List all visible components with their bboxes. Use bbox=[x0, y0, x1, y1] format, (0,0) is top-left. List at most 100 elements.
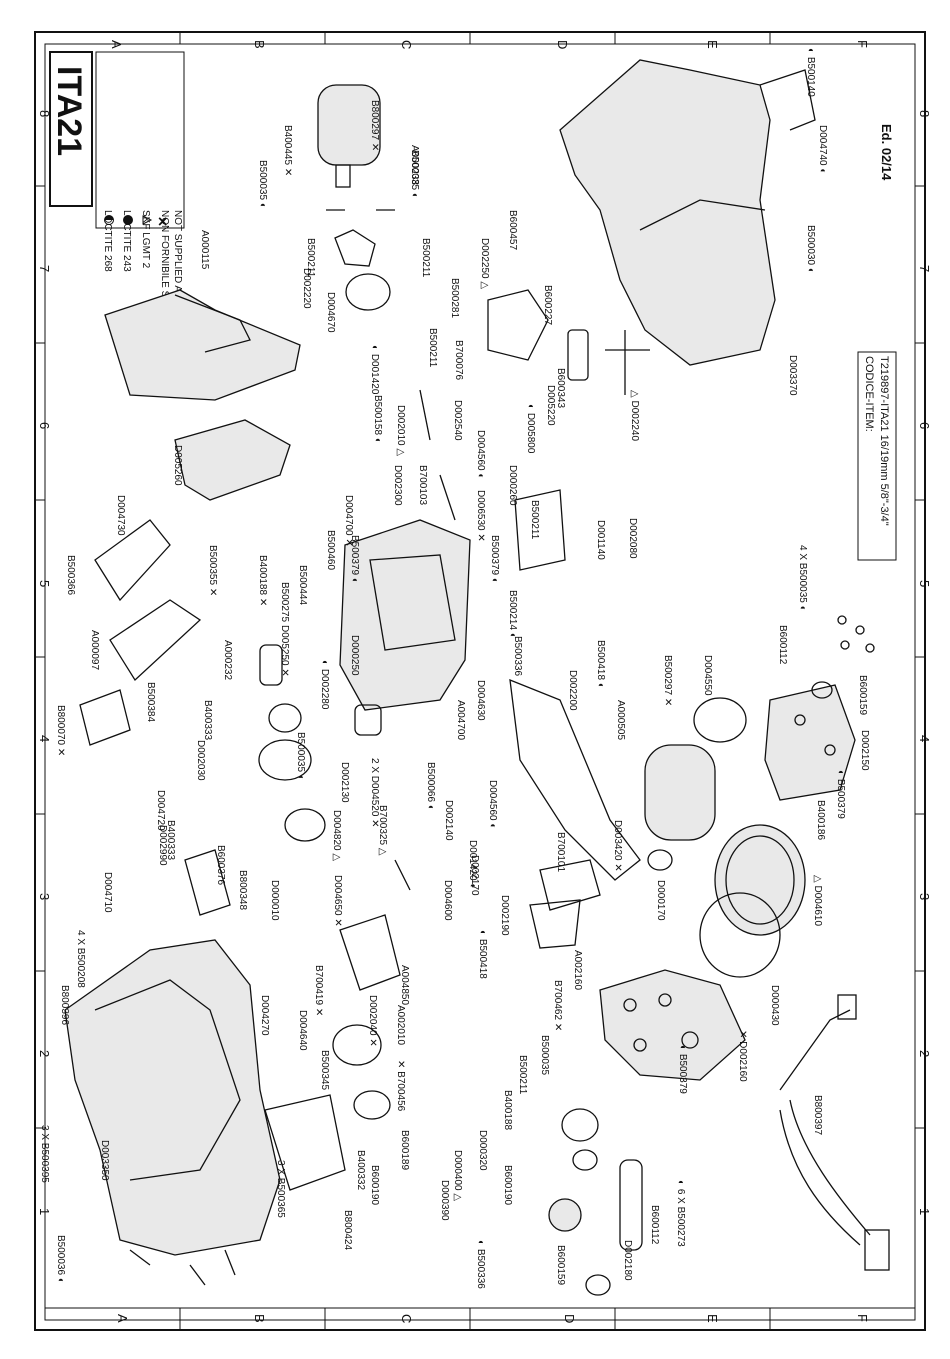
part-callout: D002180 bbox=[622, 1240, 633, 1281]
top-zone-letters: A B C D E F bbox=[109, 40, 870, 49]
part-callout: B400188 bbox=[502, 1090, 513, 1130]
sheet-border bbox=[34, 31, 926, 1331]
part-callout: D002300 bbox=[392, 465, 403, 506]
part-callout: ◐ D001420 bbox=[369, 345, 380, 395]
part-callout: D002040 ✕ bbox=[367, 995, 378, 1047]
part-callout: D002990 bbox=[157, 825, 168, 866]
part-callout: A000505 bbox=[615, 700, 626, 740]
part-callout: B700076 bbox=[453, 340, 464, 380]
part-callout: B800070 ✕ bbox=[55, 705, 66, 756]
zone-top-c: C bbox=[399, 40, 414, 49]
part-callout: B800424 bbox=[342, 1210, 353, 1250]
part-callout: B700103 bbox=[417, 465, 428, 505]
part-callout: D004560 ◐ bbox=[487, 780, 498, 829]
zone-left-4: 4 bbox=[37, 735, 52, 742]
part-callout: D002540 bbox=[452, 400, 463, 441]
part-callout: D001420 ◐ bbox=[467, 840, 478, 889]
part-callout: D005260 bbox=[172, 445, 183, 486]
zone-right-6: 6 bbox=[917, 422, 932, 429]
part-callout: B500035 ◐ bbox=[295, 732, 306, 781]
part-callout: D006530 ✕ bbox=[475, 490, 486, 542]
part-callout: A000238 bbox=[409, 145, 420, 185]
code-label: CODICE-ITEM: bbox=[863, 356, 875, 432]
part-callout: B600227 bbox=[542, 285, 553, 325]
side-zone-ticks bbox=[35, 185, 925, 1129]
part-callout: D002080 bbox=[627, 518, 638, 559]
part-callout: B700101 bbox=[555, 832, 566, 872]
part-callout: B600190 bbox=[369, 1165, 380, 1205]
part-callout: B400333 bbox=[202, 700, 213, 740]
part-callout: ✕ D002160 bbox=[737, 1030, 748, 1082]
part-callout: D001140 bbox=[595, 520, 606, 560]
part-callout: D004630 bbox=[475, 680, 486, 721]
zone-right-3: 3 bbox=[917, 893, 932, 900]
zone-left-8: 8 bbox=[37, 110, 52, 117]
part-callout: B500211 bbox=[529, 500, 540, 540]
part-callout: B500460 bbox=[325, 530, 336, 570]
sheet-inner-border bbox=[44, 43, 916, 1321]
zone-left-2: 2 bbox=[37, 1050, 52, 1057]
part-callout: B500035 ◐ bbox=[257, 160, 268, 209]
part-callout: D004270 bbox=[259, 995, 270, 1036]
part-callout: B500384 bbox=[145, 682, 156, 722]
part-callout: 4 X B500035 ◐ bbox=[797, 545, 808, 612]
part-callout: B400186 bbox=[815, 800, 826, 840]
part-callout: B600159 bbox=[555, 1245, 566, 1285]
legend-item-2: LOCTITE 243 bbox=[121, 210, 132, 272]
part-callout: D003420 ✕ bbox=[612, 820, 623, 872]
zone-right-1: 1 bbox=[917, 1208, 932, 1215]
part-callout: D000430 bbox=[769, 985, 780, 1026]
legend-item-5: NOT SUPPLIED ALONE bbox=[172, 210, 183, 320]
zone-right-2: 2 bbox=[917, 1050, 932, 1057]
part-callout: D000170 bbox=[655, 880, 666, 921]
zone-bottom-e: E bbox=[705, 1314, 720, 1323]
edition: Ed. 02/14 bbox=[879, 124, 894, 181]
part-callout: B700325 △ bbox=[377, 805, 388, 856]
part-callout: D004650 ✕ bbox=[332, 875, 343, 927]
part-callout: ◐ 6 X B500273 bbox=[675, 1180, 686, 1247]
part-callout: D000400 △ bbox=[452, 1150, 463, 1201]
part-callout: D002190 bbox=[499, 895, 510, 936]
part-callout: D004550 bbox=[702, 655, 713, 696]
part-callout: △ D002240 bbox=[629, 390, 640, 441]
part-callout: B500297 ✕ bbox=[662, 655, 673, 706]
part-callout: D004720 bbox=[155, 790, 166, 831]
part-callout: B500366 bbox=[65, 555, 76, 595]
code-box bbox=[857, 351, 897, 561]
part-callout: D004730 bbox=[115, 495, 126, 536]
part-callout: D005220 bbox=[545, 385, 556, 426]
part-callout: D002170 bbox=[469, 855, 480, 896]
part-callout: B500158 ◐ bbox=[372, 395, 383, 444]
part-callout: B400445 ✕ bbox=[282, 125, 293, 176]
zone-top-a: A bbox=[109, 40, 124, 49]
zone-right-7: 7 bbox=[917, 265, 932, 272]
code-value: T219897-ITA21 16/19mm 5/8"-3/4" bbox=[878, 356, 890, 526]
part-callout: B600343 bbox=[555, 368, 566, 408]
part-callout: B400332 bbox=[355, 1150, 366, 1190]
part-callout: B800397 bbox=[812, 1095, 823, 1135]
part-callout: ◐ B500379 bbox=[677, 1045, 688, 1094]
part-callout: D002250 △ bbox=[479, 238, 490, 289]
model-title: ITA21 bbox=[50, 66, 88, 156]
part-callout: D004740 ◐ bbox=[817, 125, 828, 174]
part-callout: B500211 bbox=[305, 238, 316, 278]
bottom-zone-letters: A B C D E F bbox=[115, 1314, 870, 1323]
part-callout: B500355 ✕ bbox=[207, 545, 218, 596]
part-callout: ◐ D005800 bbox=[525, 404, 536, 454]
part-callout: 4 X B500208 bbox=[75, 930, 86, 988]
part-callout: B500379 ◐ bbox=[489, 535, 500, 584]
zone-bottom-c: C bbox=[399, 1314, 414, 1323]
part-callout: D002220 bbox=[301, 268, 312, 309]
part-callout: B500036 ◐ bbox=[55, 1235, 66, 1284]
part-callout: B500336 bbox=[512, 636, 523, 676]
zone-bottom-f: F bbox=[855, 1314, 870, 1322]
part-callout: ◐ B500336 bbox=[475, 1240, 486, 1289]
part-callout: A002160 bbox=[572, 950, 583, 990]
zone-top-d: D bbox=[555, 40, 570, 49]
part-callout: ◐ D002280 bbox=[319, 660, 330, 710]
part-callout: B400333 bbox=[165, 820, 176, 860]
part-callout: 3 X B500365 bbox=[275, 1160, 286, 1218]
part-callout: D000390 bbox=[439, 1180, 450, 1221]
part-callout: B600189 bbox=[399, 1130, 410, 1170]
